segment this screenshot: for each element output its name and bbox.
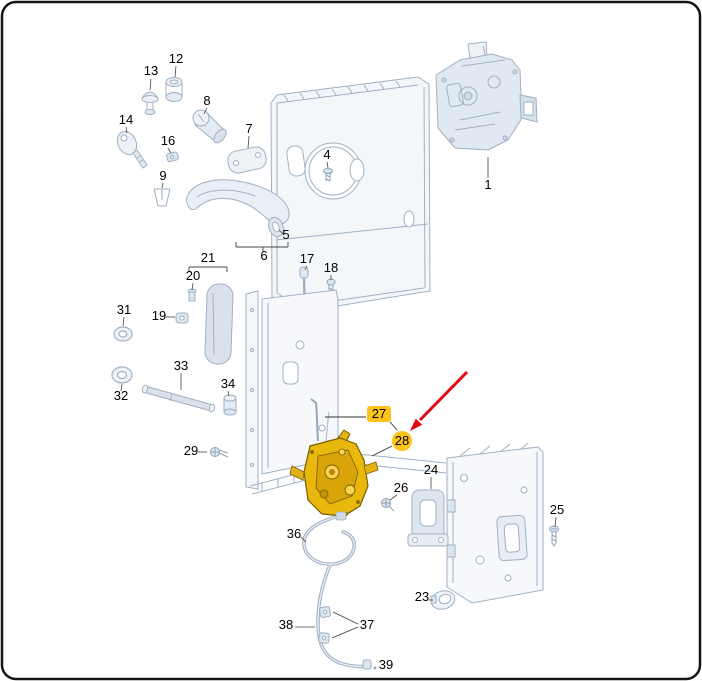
part-13-button bbox=[141, 91, 159, 115]
part-label-13[interactable]: 13 bbox=[144, 63, 158, 78]
part-26-screw bbox=[381, 498, 395, 512]
part-label-20[interactable]: 20 bbox=[186, 268, 200, 283]
callout-28-highlight[interactable] bbox=[392, 431, 412, 451]
part-31-grommet bbox=[113, 326, 133, 342]
part-label-28[interactable]: 28 bbox=[395, 433, 409, 448]
part-34-bushing bbox=[223, 394, 237, 416]
part-label-16[interactable]: 16 bbox=[161, 133, 175, 148]
part-label-34[interactable]: 34 bbox=[221, 376, 235, 391]
part-label-33[interactable]: 33 bbox=[174, 358, 188, 373]
annotation-arrow bbox=[410, 370, 469, 431]
part-label-7[interactable]: 7 bbox=[245, 121, 252, 136]
part-24-striker bbox=[407, 489, 449, 547]
part-label-29[interactable]: 29 bbox=[184, 443, 198, 458]
bracket-21 bbox=[188, 266, 228, 272]
part-label-27[interactable]: 27 bbox=[372, 406, 386, 421]
part-label-36[interactable]: 36 bbox=[287, 526, 301, 541]
part-label-24[interactable]: 24 bbox=[424, 462, 438, 477]
part-19-clip bbox=[175, 312, 189, 324]
part-21-guide-channel bbox=[204, 283, 234, 365]
part-label-23[interactable]: 23 bbox=[415, 589, 429, 604]
bracket-6 bbox=[235, 242, 289, 252]
part-7-gasket bbox=[227, 146, 267, 174]
part-9-clip bbox=[153, 188, 171, 207]
part-37-clips bbox=[318, 606, 359, 644]
door-rear-panel bbox=[446, 442, 544, 604]
part-label-38[interactable]: 38 bbox=[279, 617, 293, 632]
callout-27-highlight[interactable] bbox=[367, 406, 391, 422]
part-23-bezel bbox=[430, 590, 456, 610]
part-label-8[interactable]: 8 bbox=[203, 93, 210, 108]
part-label-17[interactable]: 17 bbox=[300, 251, 314, 266]
part-label-18[interactable]: 18 bbox=[324, 260, 338, 275]
leader-lines bbox=[120, 65, 557, 628]
part-36-cable bbox=[302, 512, 377, 670]
part-label-12[interactable]: 12 bbox=[169, 51, 183, 66]
part-33-rod bbox=[141, 384, 216, 413]
part-12-cap bbox=[165, 77, 183, 102]
part-20-pin bbox=[187, 288, 197, 302]
door-outer-panel bbox=[270, 76, 431, 313]
part-label-37[interactable]: 37 bbox=[360, 617, 374, 632]
part-14-key bbox=[116, 130, 148, 169]
part-4-screw bbox=[323, 168, 333, 182]
part-label-4[interactable]: 4 bbox=[323, 147, 330, 162]
part-label-31[interactable]: 31 bbox=[117, 302, 131, 317]
part-1-lock-assembly bbox=[435, 41, 538, 151]
part-label-6[interactable]: 6 bbox=[260, 248, 267, 263]
part-label-39[interactable]: 39 bbox=[379, 657, 393, 672]
part-16-clip bbox=[166, 151, 179, 163]
part-label-26[interactable]: 26 bbox=[394, 480, 408, 495]
part-8-lock-cylinder bbox=[192, 109, 227, 144]
part-label-14[interactable]: 14 bbox=[119, 112, 133, 127]
door-lock-highlighted bbox=[289, 398, 379, 521]
part-25-screw bbox=[549, 525, 559, 547]
part-label-25[interactable]: 25 bbox=[550, 502, 564, 517]
part-29-screw bbox=[210, 447, 229, 458]
part-label-21[interactable]: 21 bbox=[201, 250, 215, 265]
part-label-9[interactable]: 9 bbox=[159, 168, 166, 183]
part-5-cap bbox=[268, 216, 284, 238]
part-label-19[interactable]: 19 bbox=[152, 308, 166, 323]
part-32-grommet bbox=[111, 366, 133, 384]
part-label-1[interactable]: 1 bbox=[484, 177, 491, 192]
part-label-5[interactable]: 5 bbox=[282, 227, 289, 242]
part-label-32[interactable]: 32 bbox=[114, 388, 128, 403]
callout-27-28-leaders bbox=[325, 416, 398, 457]
